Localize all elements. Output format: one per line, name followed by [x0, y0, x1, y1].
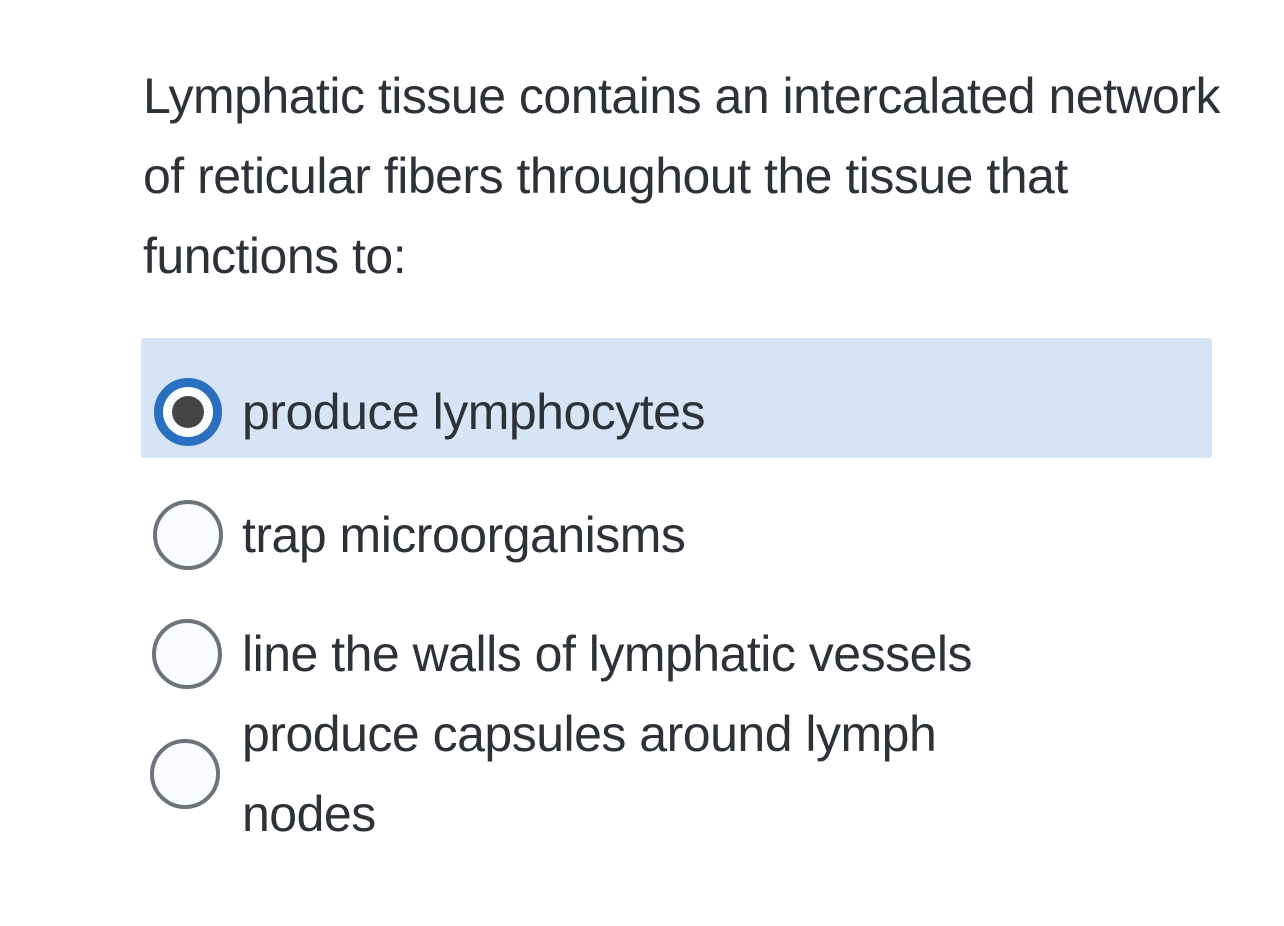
radio-button[interactable] [153, 500, 223, 570]
answer-label[interactable]: trap microorganisms [242, 507, 686, 563]
radio-dot [172, 396, 204, 428]
selected-option-highlight[interactable] [141, 338, 1212, 458]
radio-button[interactable] [152, 619, 222, 689]
radio-button-selected[interactable] [154, 378, 222, 446]
question-text: Lymphatic tissue contains an intercalate… [143, 68, 1221, 284]
answer-label[interactable]: produce lymphocytes [242, 384, 705, 440]
answer-label[interactable]: line the walls of lymphatic vessels [242, 626, 973, 682]
answer-label[interactable]: produce capsules around lymph nodes [242, 706, 937, 842]
radio-button[interactable] [150, 739, 220, 809]
